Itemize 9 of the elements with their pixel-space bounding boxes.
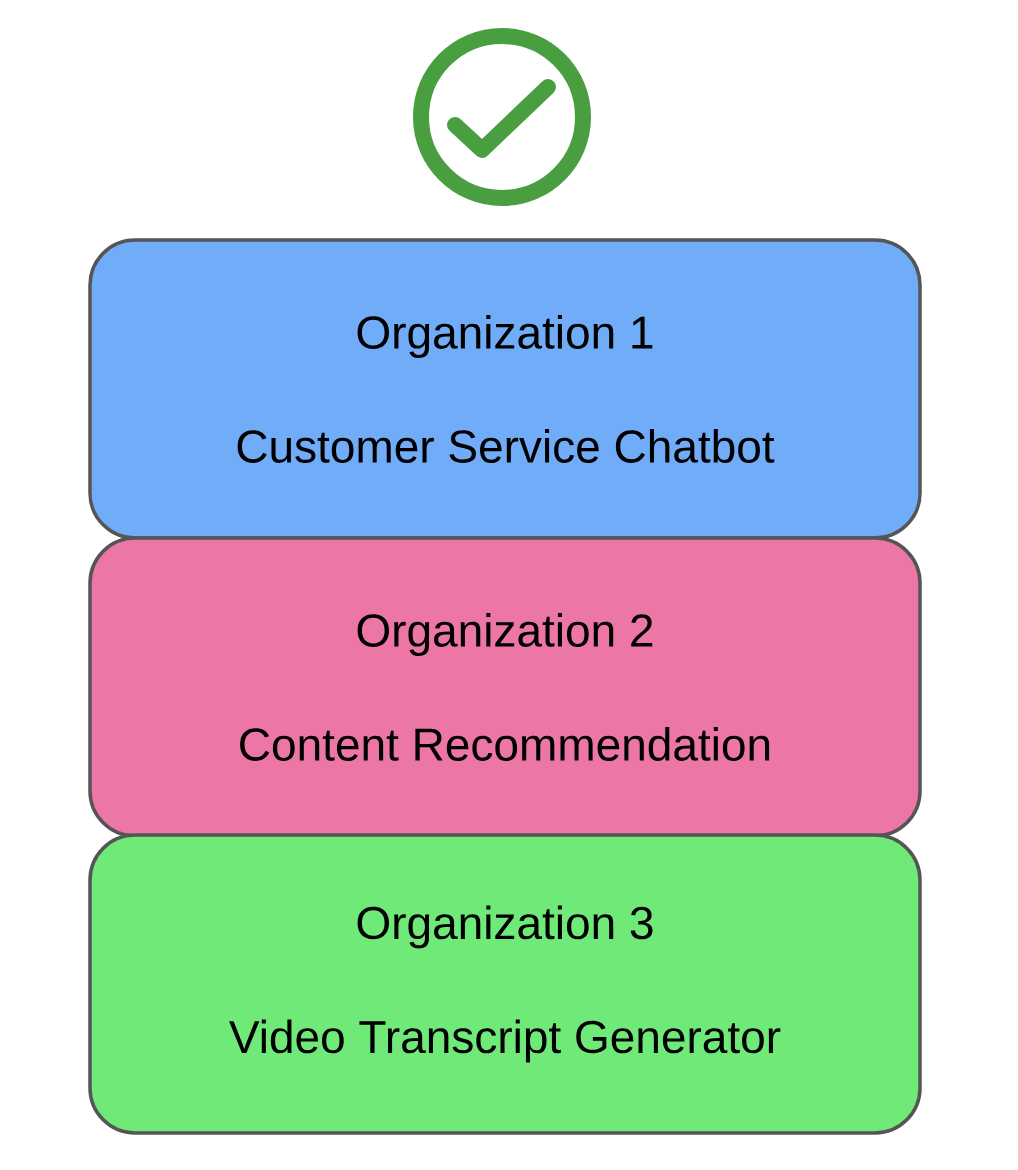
- box-text: Organization 2: [357, 613, 653, 656]
- box-text: Video Transcript Generator: [229, 1019, 781, 1063]
- box-text: Customer Service Chatbot: [237, 429, 775, 463]
- box-text: Organization 3: [357, 905, 653, 949]
- box-text: Content Recommendation: [240, 727, 770, 761]
- rounded-box: [88, 536, 922, 838]
- box-text: Organization 1: [357, 315, 653, 358]
- rounded-box: [88, 238, 922, 540]
- rounded-box: [88, 833, 922, 1135]
